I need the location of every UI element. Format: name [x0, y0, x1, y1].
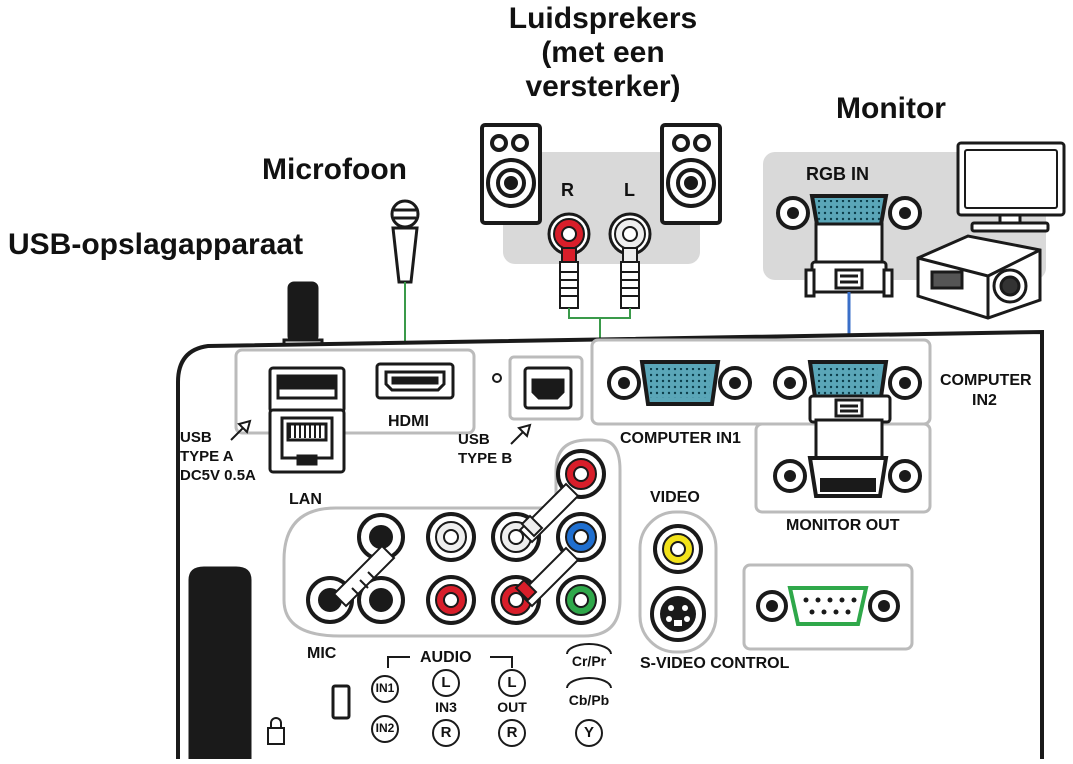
usb-storage-title: USB-opslagapparaat: [8, 228, 304, 261]
projector-icon: [916, 234, 1042, 320]
usb-type-b-label-2: TYPE B: [458, 450, 513, 467]
speaker-right-icon: [660, 123, 722, 225]
computer-in2-port: [773, 360, 922, 406]
speaker-jack-l-label: L: [624, 180, 635, 200]
video-port: [653, 524, 703, 574]
y-label: Y: [583, 724, 594, 741]
computer-in2-plug: [808, 394, 892, 462]
out-label: OUT: [497, 699, 527, 715]
usb-type-a-port: [268, 366, 346, 414]
hdmi-label: HDMI: [388, 413, 429, 430]
svideo-port: [650, 586, 706, 642]
speaker-left-icon: [480, 123, 542, 225]
audio-label: AUDIO: [420, 649, 472, 666]
usb-type-a-label-3: DC5V 0.5A: [180, 467, 256, 484]
usb-type-b-label-1: USB: [458, 431, 490, 448]
security-slot: [331, 684, 351, 720]
speakers-title-line1: Luidsprekers: [508, 2, 698, 35]
computer-in2-label-1: COMPUTER: [940, 372, 1032, 389]
speaker-cable-plugs: [559, 247, 640, 309]
cb-pb-label: Cb/Pb: [568, 692, 610, 708]
video-frame: [638, 510, 718, 654]
in2-label: IN2: [375, 721, 395, 735]
video-label: VIDEO: [650, 489, 700, 506]
audio-bracket: [387, 656, 513, 668]
mic-plug: [332, 544, 396, 608]
indicator-hole: [492, 373, 502, 383]
speaker-jack-r-label: R: [561, 180, 574, 200]
out-r-label: R: [506, 724, 518, 741]
monitor-out-port: [773, 456, 922, 498]
control-frame: [742, 563, 914, 651]
in1-label: IN1: [375, 681, 395, 695]
svideo-control-label: S-VIDEO CONTROL: [640, 655, 790, 672]
speakers-title-line3: versterker): [525, 70, 681, 103]
in3-r-label: R: [440, 724, 452, 741]
rgb-in-label: RGB IN: [806, 164, 869, 184]
computer-in1-port: [607, 360, 752, 406]
monitor-icon: [956, 141, 1066, 233]
audio-out-plugs: [514, 482, 580, 608]
in3-label: IN3: [435, 699, 457, 715]
usb-lan-hdmi-frame: [234, 348, 476, 435]
label-rings: [371, 643, 612, 747]
out-l-label: L: [507, 674, 517, 691]
rgb-plug: [804, 222, 894, 298]
monitor-out-label: MONITOR OUT: [786, 517, 900, 534]
microphone-icon: [390, 199, 420, 284]
control-port: [756, 586, 900, 626]
in3-l-label: L: [441, 674, 451, 691]
usb-type-a-label-2: TYPE A: [180, 448, 234, 465]
speakers-title-line2: (met een: [541, 36, 665, 69]
usb-type-b-port: [508, 355, 584, 421]
monitor-title: Monitor: [836, 92, 946, 125]
projector-foot: [188, 566, 252, 759]
microphone-title: Microfoon: [262, 153, 407, 186]
lan-port: [268, 408, 346, 474]
lan-label: LAN: [289, 491, 322, 508]
computer-in1-label: COMPUTER IN1: [620, 430, 741, 447]
audio-jack-frame: [282, 438, 622, 638]
computer-in2-label-2: IN2: [972, 392, 997, 409]
hdmi-port: [375, 362, 455, 400]
mic-label: MIC: [307, 645, 337, 662]
usb-type-a-label-1: USB: [180, 429, 212, 446]
cr-pr-label: Cr/Pr: [571, 653, 607, 669]
kensington-lock-icon: [267, 717, 285, 745]
arrow-icon: [230, 419, 532, 445]
